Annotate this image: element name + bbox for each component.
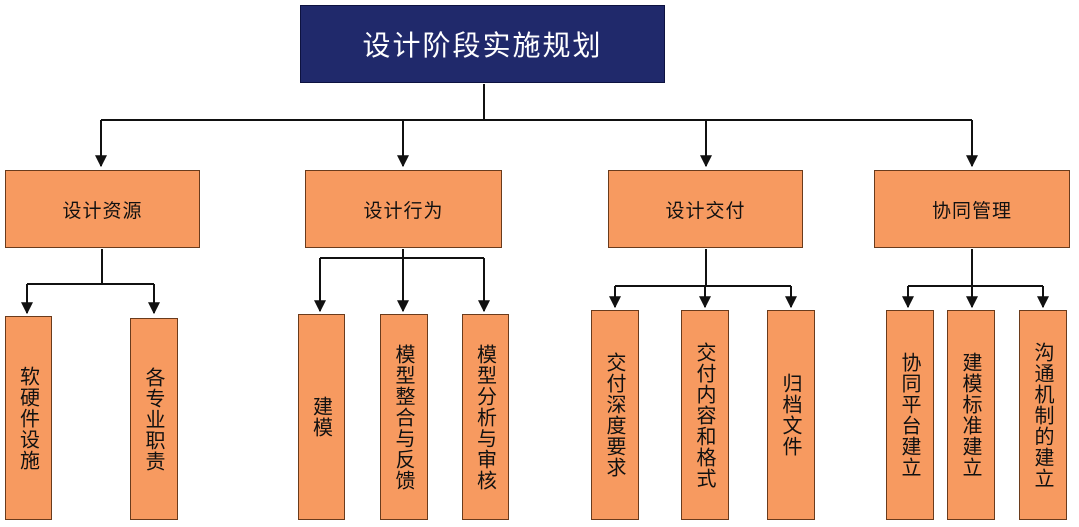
leaf-node: 交付深度要求 bbox=[591, 310, 639, 520]
category-node-resources: 设计资源 bbox=[5, 170, 200, 248]
leaf-node: 沟通机制的建立 bbox=[1019, 310, 1067, 520]
category-node-behavior: 设计行为 bbox=[305, 170, 502, 248]
category-label: 设计资源 bbox=[62, 199, 143, 222]
root-label: 设计阶段实施规划 bbox=[362, 29, 603, 62]
leaf-label: 建模标准建立 bbox=[959, 352, 983, 478]
leaf-node: 建模 bbox=[298, 314, 345, 520]
category-label: 设计行为 bbox=[363, 199, 444, 222]
leaf-label: 归档文件 bbox=[779, 373, 803, 457]
leaf-node: 交付内容和格式 bbox=[681, 310, 729, 520]
leaf-node: 模型分析与审核 bbox=[462, 314, 509, 520]
leaf-label: 软硬件设施 bbox=[16, 365, 41, 471]
leaf-label: 协同平台建立 bbox=[898, 352, 922, 478]
category-node-delivery: 设计交付 bbox=[608, 170, 803, 248]
leaf-node: 建模标准建立 bbox=[947, 310, 995, 520]
leaf-label: 沟通机制的建立 bbox=[1031, 341, 1055, 489]
root-node: 设计阶段实施规划 bbox=[300, 5, 665, 83]
leaf-node: 协同平台建立 bbox=[886, 310, 934, 520]
category-node-collaboration: 协同管理 bbox=[874, 170, 1070, 248]
leaf-label: 建模 bbox=[309, 396, 334, 438]
leaf-node: 模型整合与反馈 bbox=[380, 314, 428, 520]
category-label: 协同管理 bbox=[931, 199, 1012, 222]
leaf-node: 各专业职责 bbox=[130, 318, 178, 520]
leaf-label: 各专业职责 bbox=[142, 366, 166, 472]
leaf-label: 交付深度要求 bbox=[603, 352, 627, 478]
leaf-label: 交付内容和格式 bbox=[693, 341, 717, 489]
leaf-label: 模型整合与反馈 bbox=[392, 343, 416, 491]
leaf-node: 软硬件设施 bbox=[5, 316, 52, 520]
category-label: 设计交付 bbox=[665, 199, 746, 222]
leaf-label: 模型分析与审核 bbox=[473, 343, 498, 491]
leaf-node: 归档文件 bbox=[767, 310, 815, 520]
